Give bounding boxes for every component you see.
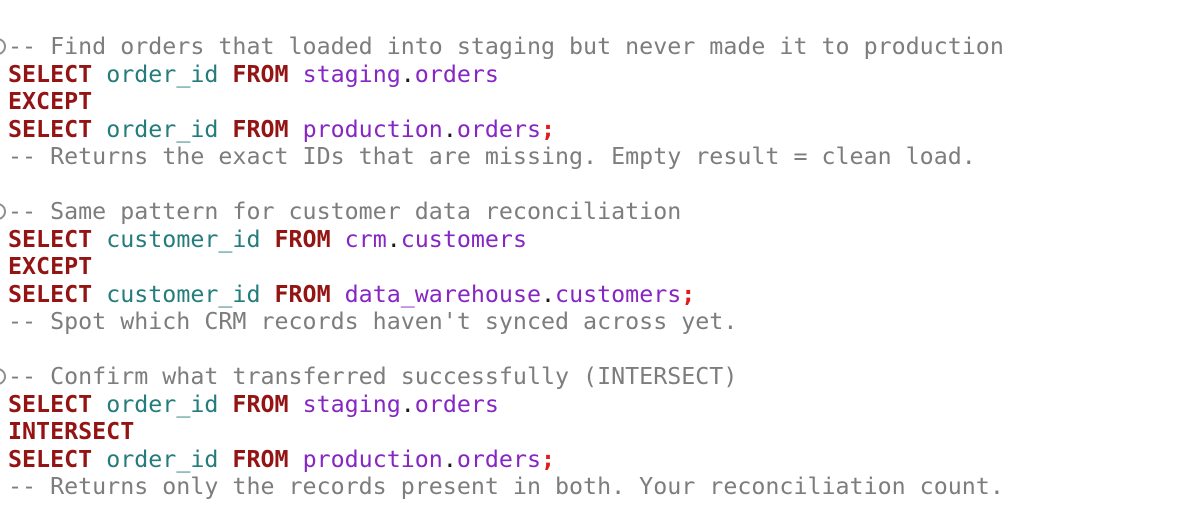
code-line: -- Spot which CRM records haven't synced… xyxy=(8,308,1198,336)
circle-outline-bullet xyxy=(0,368,6,385)
code-line: SELECT order_id FROM production.orders; xyxy=(8,446,1198,474)
code-line: -- Confirm what transferred successfully… xyxy=(8,363,1198,391)
code-line: -- Returns only the records present in b… xyxy=(8,473,1198,501)
token-keyword: FROM xyxy=(274,225,345,253)
token-dot: . xyxy=(442,445,457,473)
token-keyword: SELECT xyxy=(8,390,107,418)
token-keyword: EXCEPT xyxy=(8,88,93,115)
token-semicolon: ; xyxy=(681,280,696,308)
token-semicolon: ; xyxy=(541,115,556,143)
code-line: EXCEPT xyxy=(8,253,1198,281)
token-comment: -- Returns the exact IDs that are missin… xyxy=(8,143,976,170)
token-dot: . xyxy=(400,60,415,88)
code-line: SELECT order_id FROM staging.orders xyxy=(8,61,1198,89)
token-identifier: customer_id xyxy=(106,280,275,308)
token-schema: data_warehouse xyxy=(344,280,542,308)
token-comment: -- Confirm what transferred successfully… xyxy=(8,363,738,390)
token-dot: . xyxy=(442,115,457,143)
token-comment: -- Find orders that loaded into staging … xyxy=(8,33,1004,60)
token-identifier: order_id xyxy=(106,60,233,88)
code-line: -- Same pattern for customer data reconc… xyxy=(8,198,1198,226)
circle-outline-bullet xyxy=(0,38,6,55)
token-keyword: FROM xyxy=(232,445,303,473)
token-schema: orders xyxy=(414,390,499,418)
token-schema: orders xyxy=(456,445,542,473)
code-line: SELECT customer_id FROM crm.customers xyxy=(8,226,1198,254)
token-schema: orders xyxy=(456,115,542,143)
token-schema: production xyxy=(302,115,443,143)
token-schema: staging xyxy=(302,60,401,88)
token-keyword: EXCEPT xyxy=(8,253,93,280)
code-line: -- Find orders that loaded into staging … xyxy=(8,33,1198,61)
token-keyword: FROM xyxy=(232,60,303,88)
circle-outline-bullet xyxy=(0,203,6,220)
token-keyword: INTERSECT xyxy=(8,418,135,445)
sql-code-block: -- Find orders that loaded into staging … xyxy=(0,33,1198,171)
token-dot: . xyxy=(400,390,415,418)
token-comment: -- Same pattern for customer data reconc… xyxy=(8,198,682,225)
token-keyword: FROM xyxy=(232,115,303,143)
sql-code-block: -- Confirm what transferred successfully… xyxy=(0,363,1198,501)
token-comment: -- Spot which CRM records haven't synced… xyxy=(8,308,738,335)
token-identifier: order_id xyxy=(106,445,233,473)
token-keyword: FROM xyxy=(232,390,303,418)
token-keyword: SELECT xyxy=(8,225,107,253)
token-schema: staging xyxy=(302,390,401,418)
token-schema: customers xyxy=(555,280,682,308)
token-identifier: order_id xyxy=(106,115,233,143)
sql-code-block: -- Same pattern for customer data reconc… xyxy=(0,198,1198,336)
token-comment: -- Returns only the records present in b… xyxy=(8,473,1004,500)
token-schema: crm xyxy=(344,225,387,253)
token-keyword: SELECT xyxy=(8,445,107,473)
token-dot: . xyxy=(386,225,401,253)
code-line: EXCEPT xyxy=(8,88,1198,116)
token-keyword: SELECT xyxy=(8,60,107,88)
code-line: SELECT order_id FROM staging.orders xyxy=(8,391,1198,419)
token-keyword: SELECT xyxy=(8,280,107,308)
token-dot: . xyxy=(541,280,556,308)
token-keyword: SELECT xyxy=(8,115,107,143)
token-identifier: customer_id xyxy=(106,225,275,253)
token-schema: customers xyxy=(400,225,527,253)
token-semicolon: ; xyxy=(541,445,556,473)
token-keyword: FROM xyxy=(274,280,345,308)
code-area: -- Find orders that loaded into staging … xyxy=(0,33,1198,501)
code-line: INTERSECT xyxy=(8,418,1198,446)
code-line: SELECT order_id FROM production.orders; xyxy=(8,116,1198,144)
token-schema: production xyxy=(302,445,443,473)
code-line: -- Returns the exact IDs that are missin… xyxy=(8,143,1198,171)
token-identifier: order_id xyxy=(106,390,233,418)
token-schema: orders xyxy=(414,60,499,88)
code-line: SELECT customer_id FROM data_warehouse.c… xyxy=(8,281,1198,309)
